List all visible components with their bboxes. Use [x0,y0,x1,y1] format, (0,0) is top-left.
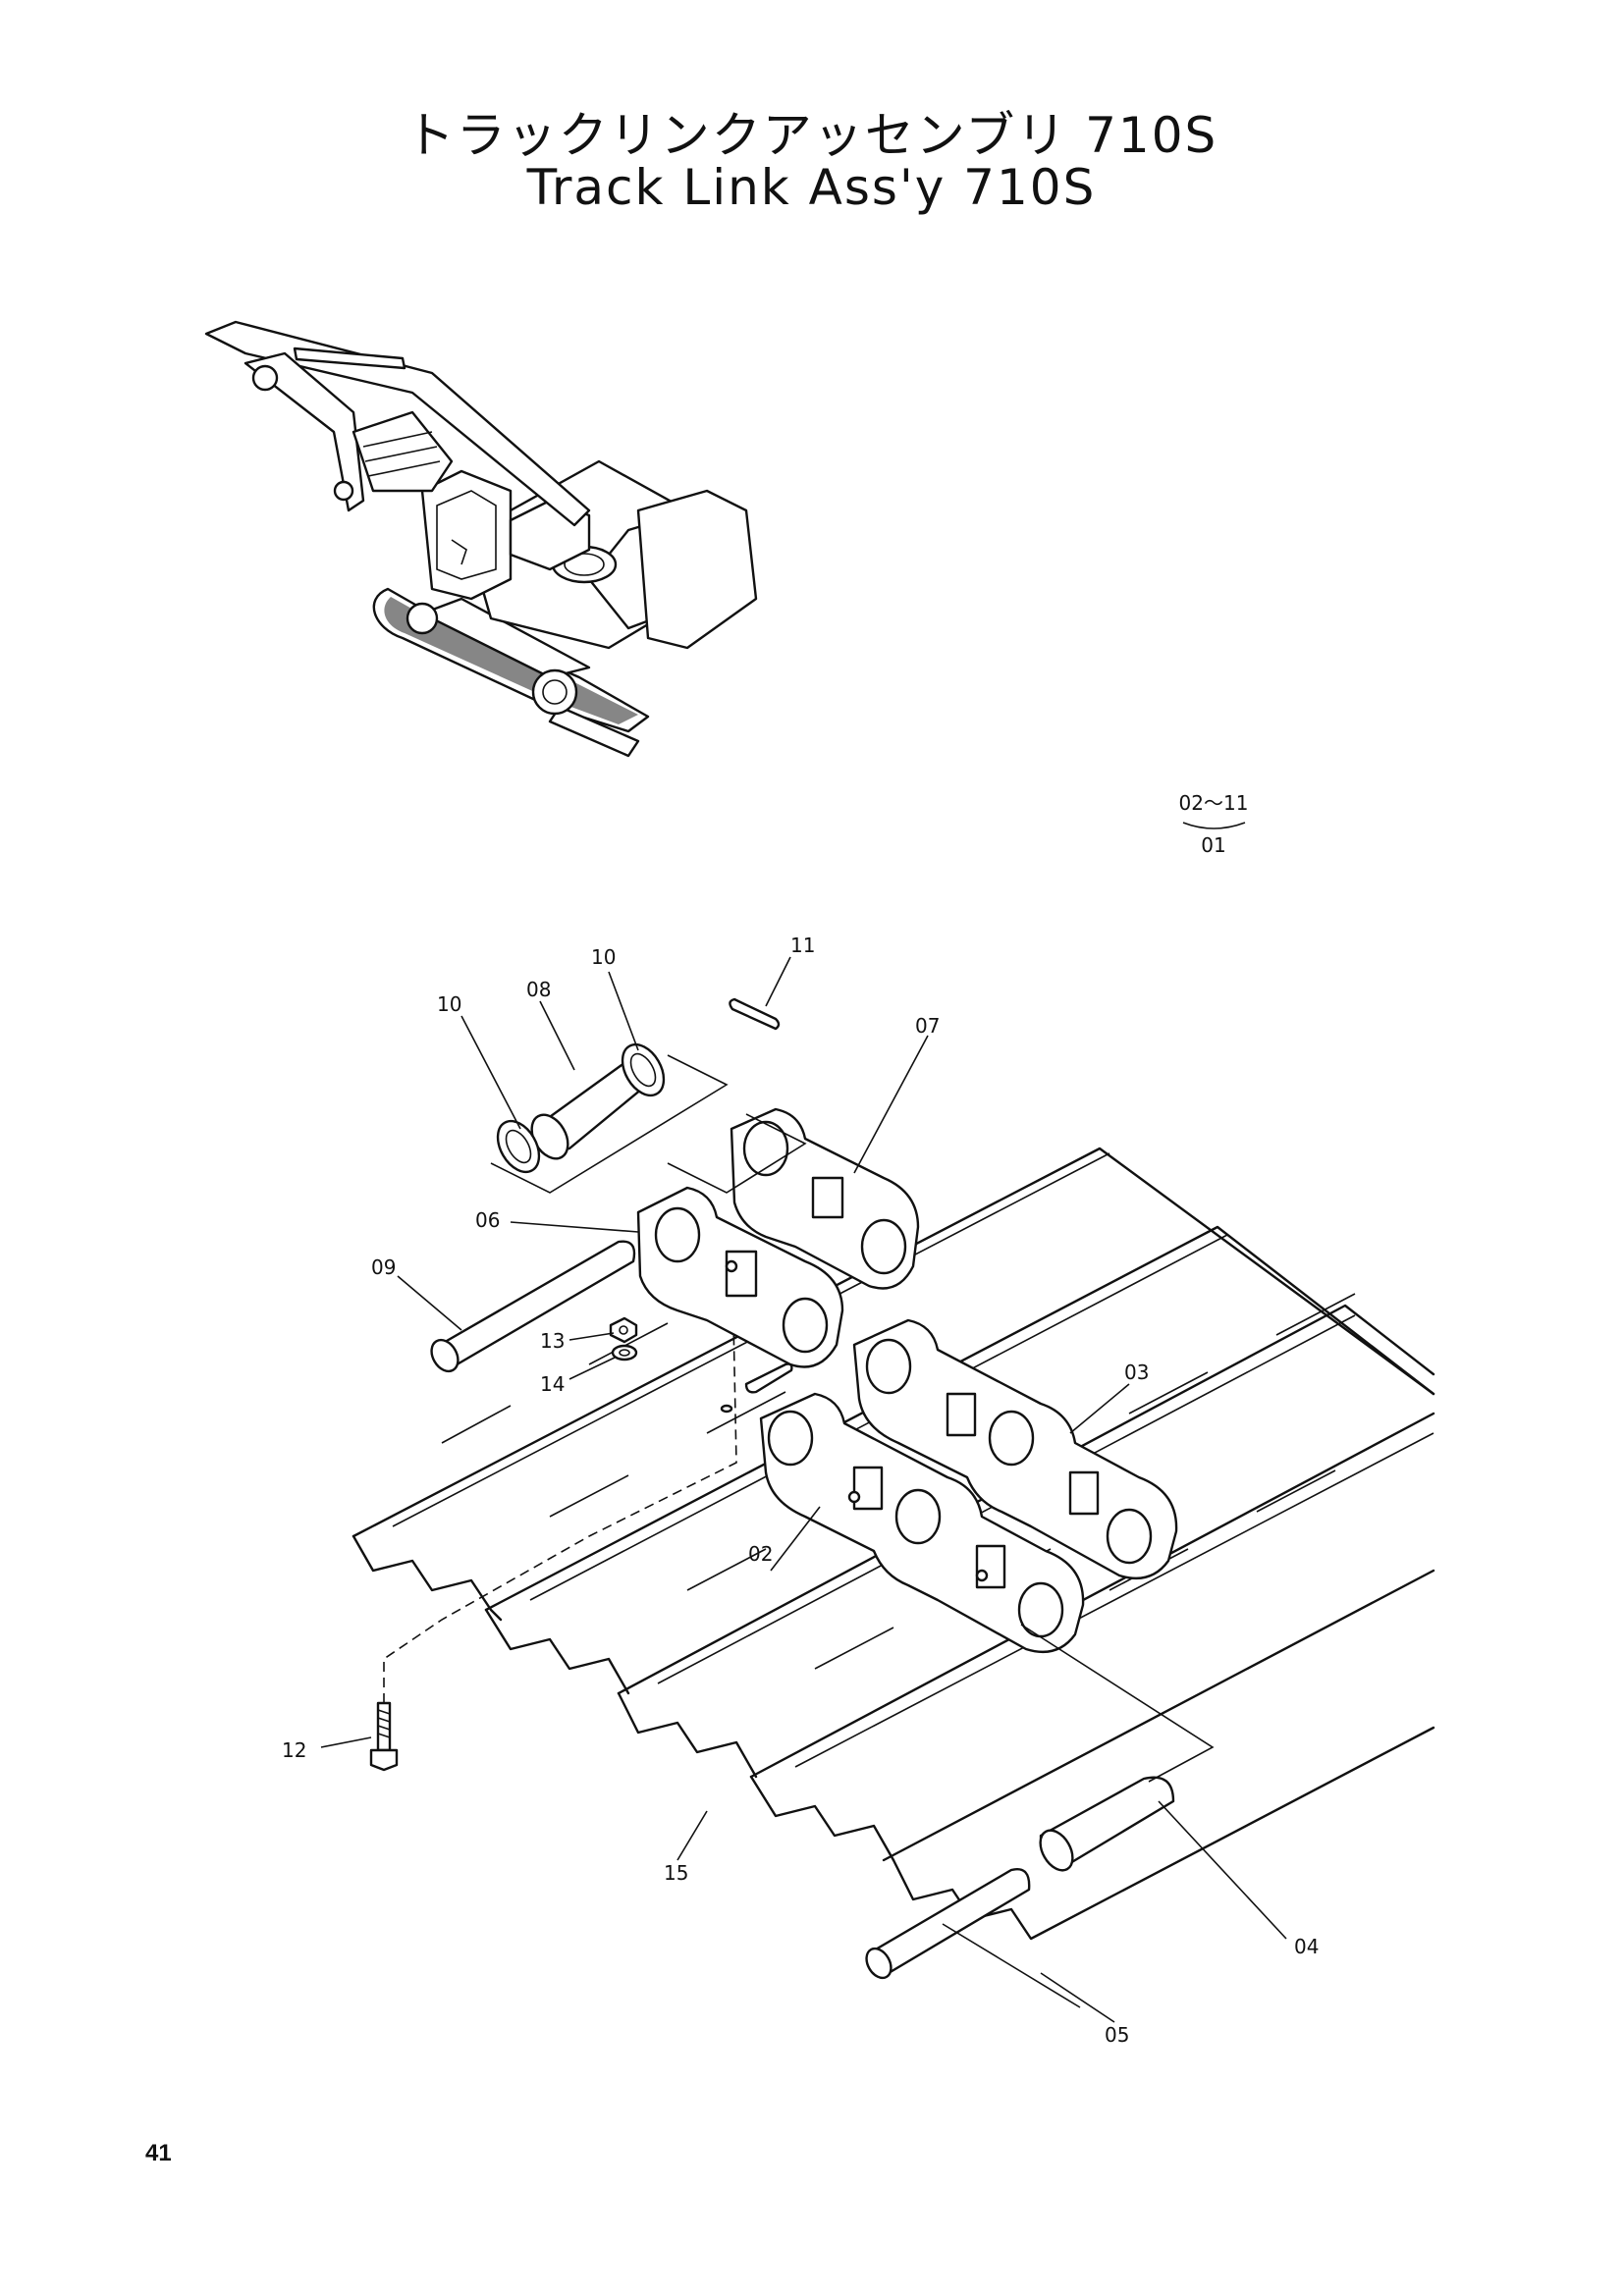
callout-12: 12 [282,1738,306,1762]
assembly-ref-numerator: 02～11 [1179,791,1249,815]
part-04-bushing [1039,1776,1175,1872]
callout-10-right: 10 [591,945,616,969]
callout-06: 06 [475,1208,500,1232]
callout-labels: 02 03 04 05 06 07 08 09 10 10 11 12 13 1… [282,934,1319,2047]
callout-15: 15 [664,1861,688,1885]
callout-11: 11 [790,934,815,957]
leader-lines [320,956,1287,2023]
part-02-link-left [759,1392,1085,1654]
page-number: 41 [145,2140,172,2166]
callout-09: 09 [371,1255,396,1279]
callout-03: 03 [1124,1361,1149,1384]
part-05-pin [865,1868,1031,1980]
part-03-link-right [852,1318,1178,1580]
title-english: Track Link Ass'y 710S [526,159,1097,216]
part-12-shoe-bolt [369,1226,737,1772]
callout-05: 05 [1105,2023,1129,2047]
assembly-ref-denominator: 01 [1201,833,1225,857]
callout-14: 14 [540,1372,565,1396]
excavator-illustration [204,320,758,758]
callout-07: 07 [915,1014,940,1038]
callout-13: 13 [540,1329,565,1353]
callout-10-left: 10 [437,992,461,1016]
callout-04: 04 [1294,1935,1319,1958]
part-10-seal-left [496,1119,541,1174]
part-13-nut [609,1316,638,1344]
part-10-seal-right [621,1042,666,1097]
part-14-washer [611,1344,638,1362]
track-shoes [352,1147,1435,1941]
part-09-master-pin [430,1240,636,1373]
title-japanese: トラックリンクアッセンブリ 710S [405,107,1218,164]
callout-02: 02 [748,1542,773,1566]
assembly-reference: 02～11 01 [1179,791,1249,857]
callout-08: 08 [526,978,551,1001]
part-11-spring-pin [729,997,781,1031]
part-06-master-link [636,1186,844,1368]
